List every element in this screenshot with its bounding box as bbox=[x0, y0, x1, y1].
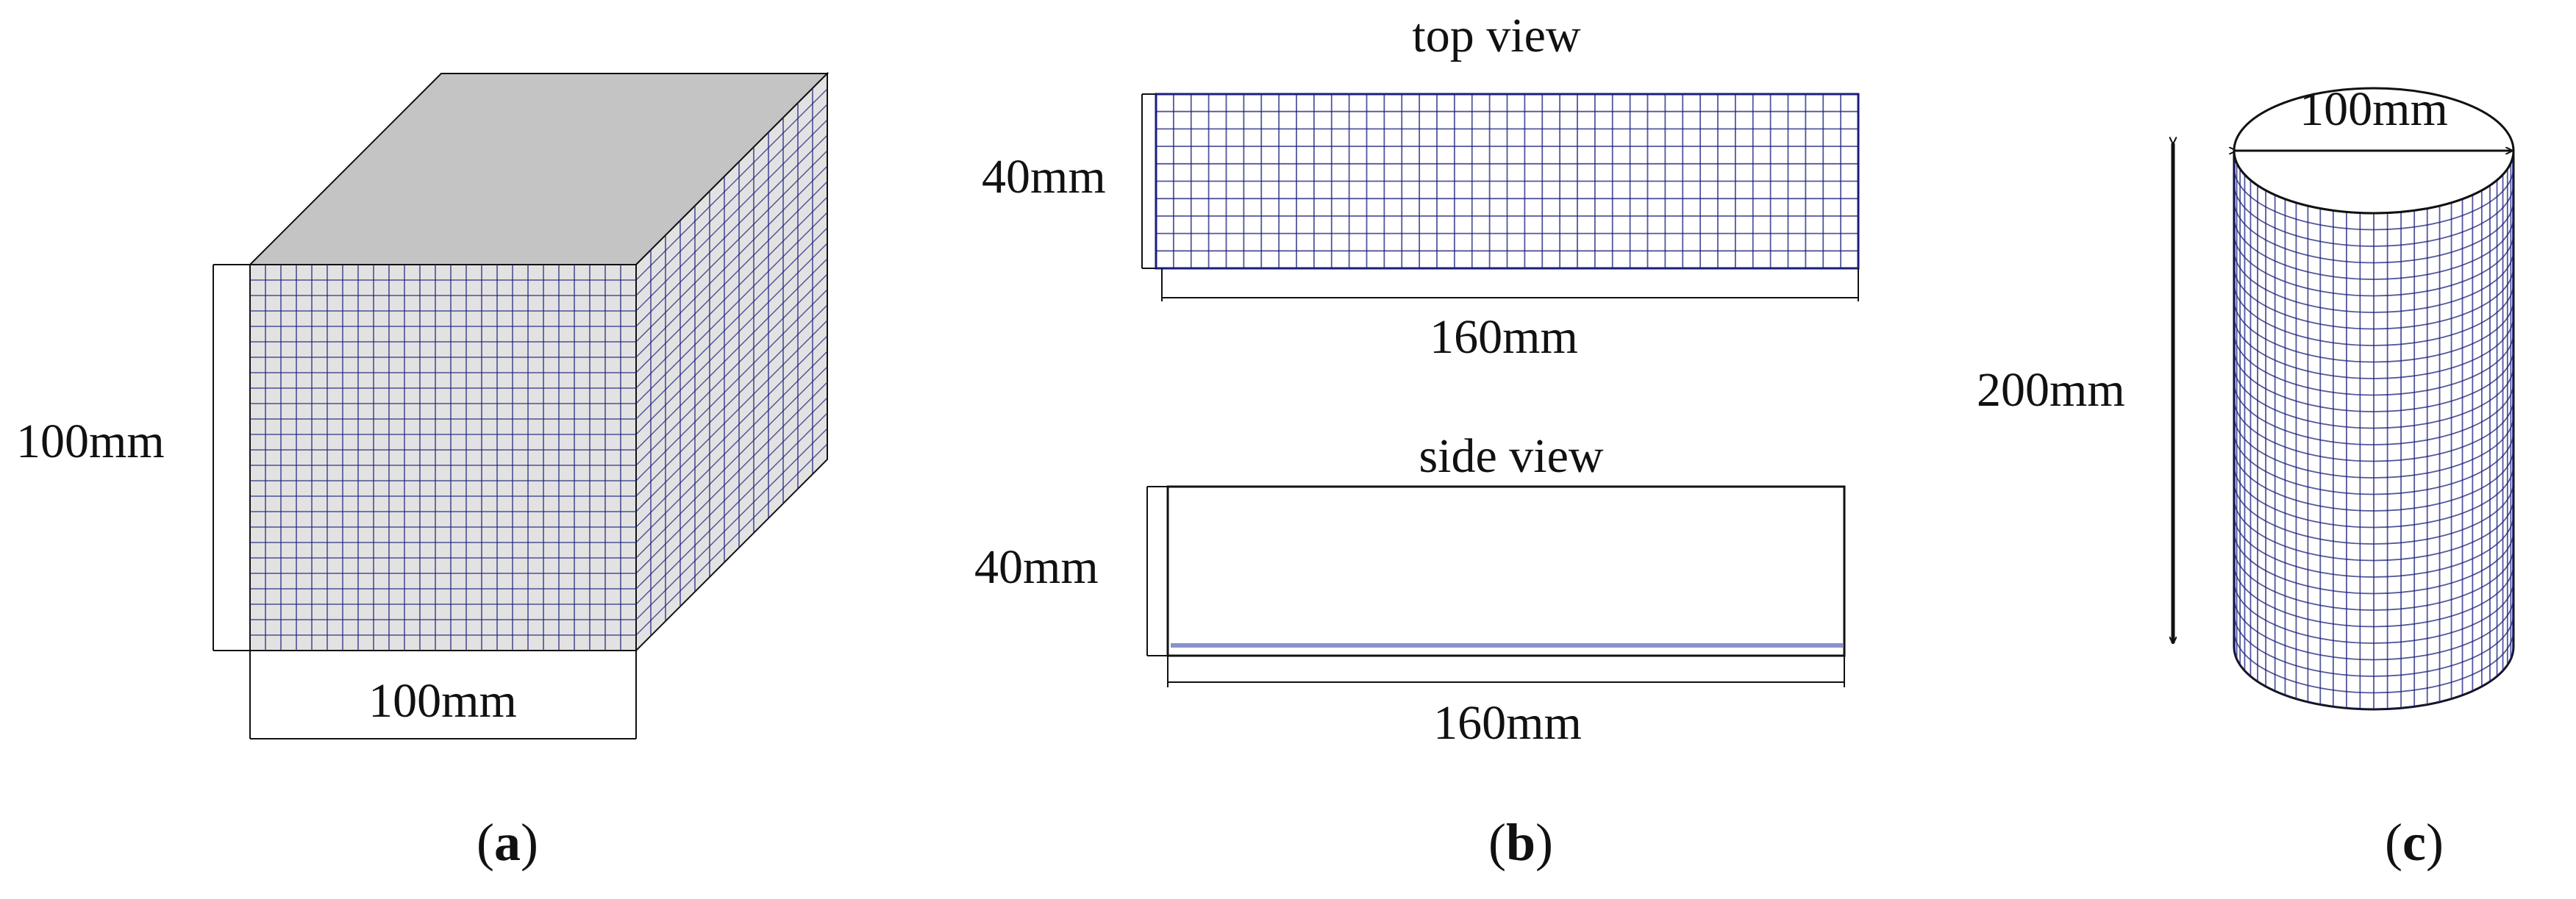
mesh-line bbox=[635, 289, 828, 481]
mesh-ring bbox=[2234, 481, 2513, 545]
mesh-ring bbox=[2234, 167, 2513, 231]
mesh-ring bbox=[2234, 580, 2513, 644]
side-view-length-label: 160mm bbox=[1433, 696, 1582, 750]
mesh-ring bbox=[2234, 630, 2513, 694]
top-view-height-label: 40mm bbox=[982, 150, 1106, 204]
mesh-ring bbox=[2234, 200, 2513, 264]
top-view-title: top view bbox=[1412, 9, 1580, 62]
mesh-ring bbox=[2234, 348, 2513, 412]
mesh-ring bbox=[2234, 315, 2513, 379]
mesh-line bbox=[635, 304, 828, 497]
side-view-title: side view bbox=[1419, 429, 1603, 483]
mesh-line bbox=[635, 443, 828, 636]
mesh-line bbox=[635, 88, 828, 281]
cube-front-mesh bbox=[250, 265, 636, 651]
mesh-ring bbox=[2234, 646, 2513, 709]
mesh-line bbox=[635, 150, 828, 343]
cube-width-dimension bbox=[249, 651, 637, 739]
panel-a-caption: (a) bbox=[477, 813, 538, 872]
mesh-line bbox=[635, 227, 828, 420]
mesh-line bbox=[635, 320, 828, 512]
mesh-ring bbox=[2234, 415, 2513, 479]
mesh-ring bbox=[2234, 233, 2513, 297]
mesh-ring bbox=[2234, 266, 2513, 330]
panel-a-cube: 100mm 100mm (a) bbox=[16, 71, 829, 872]
cube-front-face bbox=[249, 264, 637, 651]
panel-b-caption: (b) bbox=[1488, 813, 1553, 872]
top-view-mesh bbox=[1156, 94, 1858, 268]
mesh-line bbox=[635, 104, 828, 296]
mesh-ring bbox=[2234, 299, 2513, 363]
mesh-ring bbox=[2234, 431, 2513, 495]
mesh-ring bbox=[2234, 365, 2513, 429]
mesh-line bbox=[635, 181, 828, 373]
mesh-line bbox=[635, 351, 828, 543]
mesh-line bbox=[635, 412, 828, 605]
mesh-ring bbox=[2234, 382, 2513, 445]
mesh-line bbox=[635, 258, 828, 451]
mesh-ring bbox=[2234, 448, 2513, 512]
mesh-ring bbox=[2234, 332, 2513, 396]
mesh-ring bbox=[2234, 282, 2513, 346]
mesh-line bbox=[635, 397, 828, 590]
cube-height-label: 100mm bbox=[16, 415, 165, 468]
mesh-line bbox=[635, 135, 828, 327]
mesh-line bbox=[635, 366, 828, 559]
side-view-rect bbox=[1166, 485, 1846, 657]
mesh-line bbox=[635, 165, 828, 358]
mesh-ring bbox=[2234, 613, 2513, 677]
side-view-height-label: 40mm bbox=[974, 540, 1099, 594]
cube-width-label: 100mm bbox=[368, 674, 517, 728]
mesh-line bbox=[635, 243, 828, 435]
panel-b-prism: top view 40mm 160mm side view 40mm bbox=[974, 9, 1860, 872]
mesh-ring bbox=[2234, 498, 2513, 562]
cube-side-face bbox=[635, 71, 828, 653]
panel-c-cylinder: 100mm 200mm (c) bbox=[1977, 82, 2515, 872]
side-view-length-dimension bbox=[1167, 656, 1845, 687]
cylinder-diameter-label: 100mm bbox=[2300, 82, 2448, 136]
mesh-line bbox=[635, 428, 828, 620]
panel-c-caption: (c) bbox=[2385, 813, 2444, 872]
mesh-line bbox=[635, 196, 828, 389]
mesh-ring bbox=[2234, 465, 2513, 529]
mesh-ring bbox=[2234, 597, 2513, 661]
top-view-height-dimension bbox=[1141, 93, 1156, 269]
mesh-ring bbox=[2234, 514, 2513, 578]
mesh-line bbox=[635, 273, 828, 466]
mesh-ring bbox=[2234, 547, 2513, 611]
mesh-line bbox=[635, 382, 828, 574]
cylinder-height-label: 200mm bbox=[1977, 363, 2125, 417]
mesh-ring bbox=[2234, 564, 2513, 628]
mesh-line bbox=[635, 335, 828, 528]
side-view-height-dimension bbox=[1146, 486, 1168, 656]
mesh-line bbox=[635, 119, 828, 312]
mesh-ring bbox=[2234, 398, 2513, 462]
cube-side-mesh bbox=[635, 88, 828, 636]
mesh-ring bbox=[2234, 249, 2513, 313]
cylinder-mesh bbox=[2234, 157, 2513, 709]
mesh-ring bbox=[2234, 216, 2513, 280]
mesh-ring bbox=[2234, 183, 2513, 247]
top-view-length-dimension bbox=[1161, 268, 1859, 301]
cube-height-dimension bbox=[213, 264, 250, 651]
top-view-length-label: 160mm bbox=[1430, 310, 1578, 364]
mesh-ring bbox=[2234, 531, 2513, 595]
mesh-line bbox=[635, 212, 828, 404]
